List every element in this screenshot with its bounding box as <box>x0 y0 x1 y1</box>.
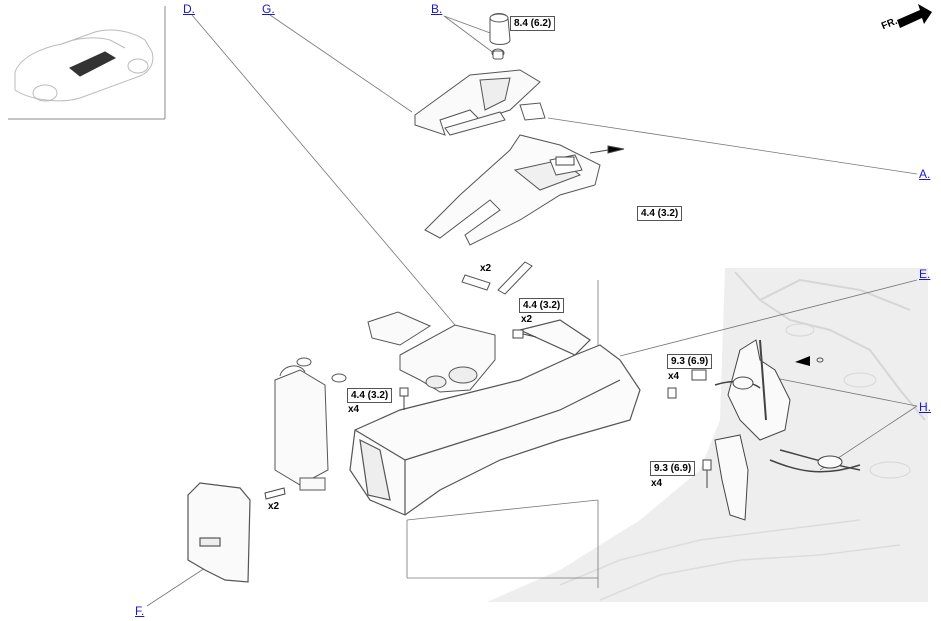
shift-panel <box>414 69 546 136</box>
rear-cover <box>187 482 251 583</box>
callout-b[interactable]: B. <box>431 2 443 16</box>
qty-lever-bolts-upper: x4 <box>668 371 680 382</box>
upper-console-frame <box>424 134 601 246</box>
torque-console-bolts: 4.4 (3.2) <box>347 388 393 403</box>
mid-bolts <box>512 329 537 339</box>
mid-clips <box>461 261 533 295</box>
torque-shift-knob: 8.4 (6.2) <box>510 16 556 31</box>
qty-rear-screws: x2 <box>268 501 280 512</box>
callout-g[interactable]: G. <box>262 2 275 16</box>
console-bolts <box>399 387 409 410</box>
vehicle-floor-background <box>487 268 928 602</box>
cup-holder-tray <box>367 311 496 393</box>
upper-bracket-bolt <box>555 145 625 166</box>
callout-d[interactable]: D. <box>183 2 195 16</box>
armrest-rear-panel <box>274 365 329 491</box>
main-console-body <box>349 319 641 516</box>
torque-lever-bolts-lower: 9.3 (6.9) <box>650 461 696 476</box>
callout-h[interactable]: H. <box>919 400 931 414</box>
qty-lever-bolts-lower: x4 <box>651 478 663 489</box>
lever-bolts <box>667 369 712 488</box>
qty-console-bolts: x4 <box>348 404 360 415</box>
shift-lever-assembly <box>714 339 791 441</box>
cable-bracket <box>714 434 861 521</box>
shift-knob <box>489 13 511 60</box>
armrest-pins <box>296 357 347 383</box>
lever-direction-arrow <box>795 356 824 366</box>
qty-mid-bolts: x2 <box>521 314 533 325</box>
callout-a[interactable]: A. <box>919 167 931 181</box>
torque-upper-bracket: 4.4 (3.2) <box>637 206 683 221</box>
front-direction-arrow <box>897 4 932 28</box>
callout-e[interactable]: E. <box>919 267 931 281</box>
qty-clips: x2 <box>480 263 492 274</box>
torque-mid-bolts: 4.4 (3.2) <box>519 298 565 313</box>
vehicle-locator-inset <box>8 6 166 120</box>
callout-f[interactable]: F. <box>135 604 145 618</box>
torque-lever-bolts-upper: 9.3 (6.9) <box>667 354 713 369</box>
rear-screws <box>264 487 286 500</box>
